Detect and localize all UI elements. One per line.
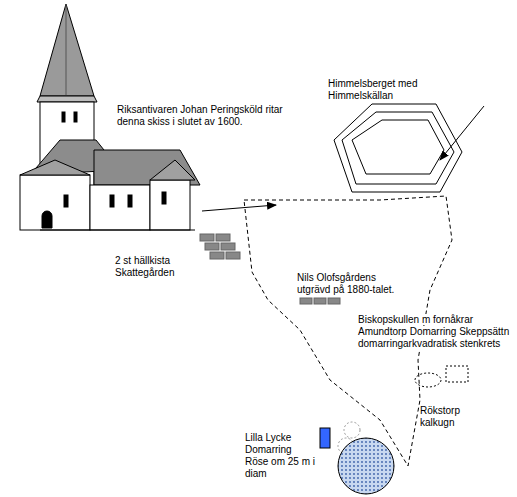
pointer-arrow (202, 205, 276, 211)
marker-rect (320, 428, 330, 448)
stone-cist (300, 298, 340, 304)
place-label: Lilla Lycke Domarring Röse om 25 m i dia… (245, 432, 317, 480)
place-label: 2 st hällkista Skattegården (115, 255, 195, 279)
note-text: Riksantivaren Johan Peringsköld ritar de… (117, 104, 295, 128)
note-text-text: Riksantivaren Johan Peringsköld ritar de… (117, 104, 283, 127)
place-label: Biskopskullen m fornåkrar Amundtorp Doma… (358, 314, 510, 350)
place-label-text: 2 st hällkista Skattegården (115, 255, 175, 278)
place-label: Nils Olofsgårdens utgrävd på 1880-talet. (297, 272, 412, 296)
stone-ship-symbol (415, 373, 441, 387)
place-label-text: Biskopskullen m fornåkrar Amundtorp Doma… (358, 314, 509, 349)
place-label-text: Lilla Lycke Domarring Röse om 25 m i dia… (245, 432, 315, 479)
square-circle-symbol (446, 366, 468, 382)
contour-lines (334, 104, 462, 192)
stone-cist (200, 234, 240, 259)
place-label-text: Himmelsberget med Himmelskällan (328, 78, 417, 101)
pointer-arrow (440, 106, 484, 160)
place-label: Himmelsberget med Himmelskällan (328, 78, 423, 102)
judge-ring (344, 422, 360, 438)
place-label: Rökstorp kalkugn (420, 405, 475, 429)
cairn-circle (338, 438, 394, 494)
place-label-text: Rökstorp kalkugn (420, 405, 460, 428)
place-label-text: Nils Olofsgårdens utgrävd på 1880-talet. (297, 272, 394, 295)
